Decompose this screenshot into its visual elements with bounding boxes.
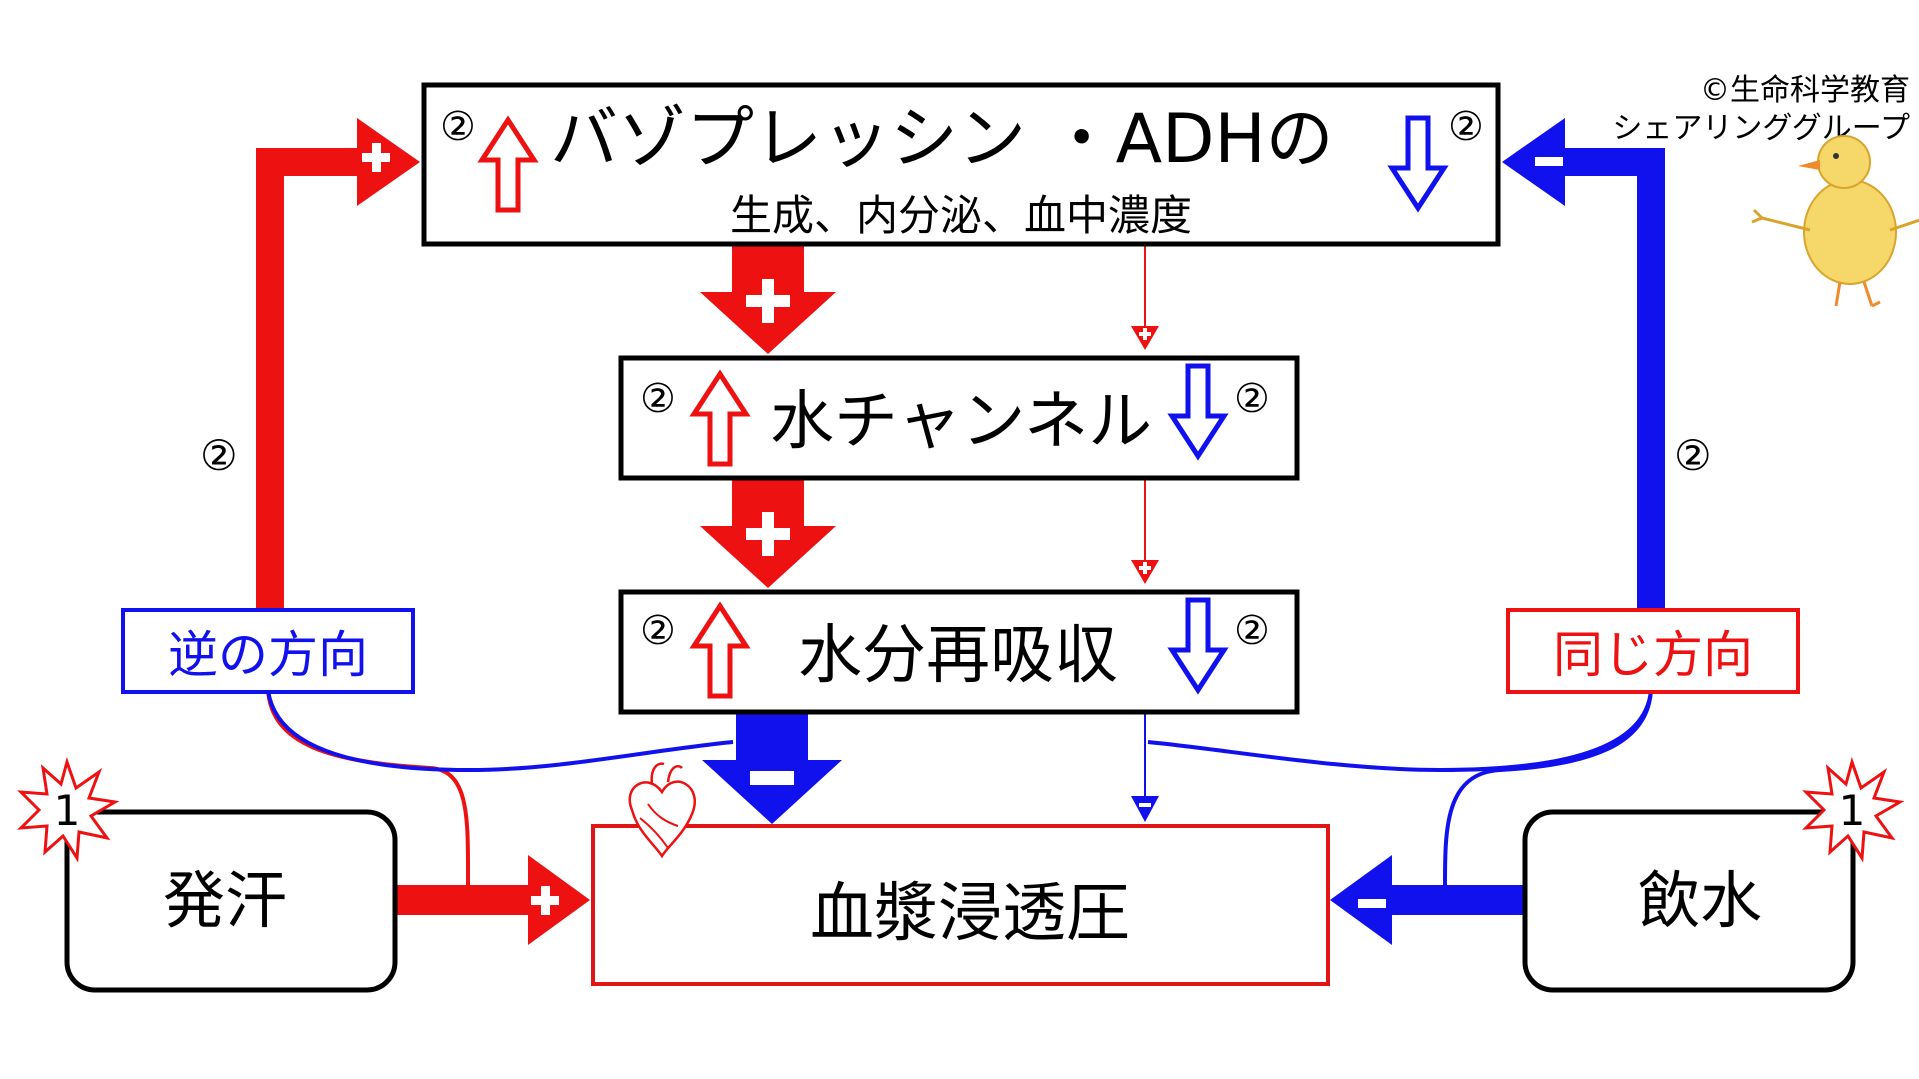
heart-icon	[628, 762, 696, 859]
minus-sign	[1535, 157, 1563, 166]
thin-channel-to-reabsorption-arrow	[1131, 478, 1159, 584]
opposite-direction-box: 逆の方向	[121, 608, 415, 694]
duck-mascot-icon	[1751, 135, 1919, 308]
reabsorption-title: 水分再吸収	[798, 619, 1118, 693]
vasopressin-title: バゾプレッシン ・ADHの	[550, 100, 1334, 179]
step-2-marker: ②	[640, 376, 676, 422]
sweating-to-plasma-arrow	[395, 855, 590, 945]
step-2-marker: ②	[640, 608, 676, 654]
same-direction-label: 同じ方向	[1553, 626, 1753, 684]
channel-to-reabsorption-arrow	[700, 478, 836, 588]
step-1-marker: 1	[54, 786, 81, 835]
connector-curves	[266, 689, 1653, 886]
sweating-step-1-burst: 1	[17, 756, 120, 863]
step-1-marker: 1	[1839, 786, 1866, 835]
left-step-2-marker: ②	[200, 431, 238, 480]
drinking-title: 飲水	[1638, 864, 1762, 937]
copyright-line-1: ©生命科学教育	[1700, 73, 1910, 108]
right-feedback-arrow	[1502, 118, 1665, 620]
copyright-line-2: シェアリンググループ	[1612, 111, 1910, 146]
step-2-marker: ②	[1448, 104, 1484, 150]
reabsorption-to-plasma-arrow	[702, 712, 842, 824]
step-2-marker: ②	[1234, 608, 1270, 654]
reabsorption-box: ② 水分再吸収 ②	[618, 589, 1300, 715]
vasopressin-box: ② バゾプレッシン ・ADHの ② 生成、内分泌、血中濃度	[421, 82, 1501, 247]
step-2-marker: ②	[440, 104, 476, 150]
drinking-step-1-burst: 1	[1802, 756, 1905, 863]
sweating-title: 発汗	[163, 864, 287, 937]
drinking-to-plasma-arrow	[1330, 855, 1525, 945]
step-2-marker: ②	[1234, 376, 1270, 422]
plasma-osmolality-box: 血漿浸透圧	[591, 824, 1330, 986]
right-step-2-marker: ②	[1674, 431, 1712, 480]
water-channel-title: 水チャンネル	[770, 385, 1152, 459]
plasma-osmolality-title: 血漿浸透圧	[810, 877, 1130, 951]
adh-to-channel-arrow	[700, 244, 836, 354]
left-feedback-arrow	[256, 118, 420, 620]
water-channel-box: ② 水チャンネル ②	[618, 355, 1300, 481]
drinking-box: 飲水	[1522, 809, 1856, 993]
same-direction-box: 同じ方向	[1506, 608, 1800, 694]
sweating-box: 発汗	[64, 809, 398, 993]
vasopressin-subtitle: 生成、内分泌、血中濃度	[730, 191, 1192, 240]
thin-adh-to-channel-arrow	[1131, 244, 1159, 350]
thin-reabsorption-to-plasma-arrow	[1131, 712, 1159, 822]
opposite-direction-label: 逆の方向	[168, 626, 368, 684]
